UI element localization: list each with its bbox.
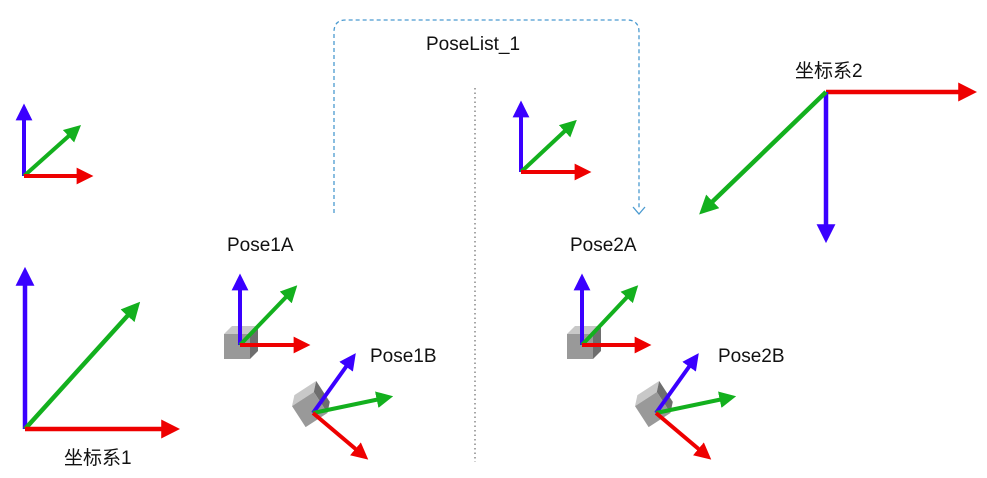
pose2a <box>567 273 652 359</box>
frame-1 <box>15 266 181 439</box>
frame2-label: 坐标系2 <box>795 60 863 82</box>
z-axis <box>654 353 699 415</box>
y-axis <box>238 285 298 347</box>
frame-small-left <box>15 103 94 185</box>
bracket-arrow-icon <box>632 206 646 215</box>
x-axis <box>311 411 369 460</box>
y-axis <box>519 119 577 174</box>
cube-icon <box>292 380 330 428</box>
pose2a-label: Pose2A <box>570 235 637 256</box>
y-axis <box>22 125 82 178</box>
pose1b-label: Pose1B <box>370 346 437 367</box>
poselist-bracket <box>333 19 646 215</box>
frame-small-right <box>512 100 592 181</box>
poselist-label: PoseList_1 <box>426 34 520 55</box>
pose2b <box>635 353 737 460</box>
cube-icon <box>635 380 673 428</box>
y-axis <box>23 301 141 431</box>
frame-2 <box>699 82 978 244</box>
y-axis <box>580 285 639 347</box>
pose1b <box>292 353 394 460</box>
y-axis <box>699 90 828 215</box>
pose1a <box>224 273 311 359</box>
y-axis <box>312 391 394 415</box>
frame1-label: 坐标系1 <box>64 447 132 469</box>
pose2b-label: Pose2B <box>718 346 785 367</box>
pose1a-label: Pose1A <box>227 235 294 256</box>
x-axis <box>654 411 712 460</box>
y-axis <box>655 391 737 415</box>
z-axis <box>311 353 356 415</box>
